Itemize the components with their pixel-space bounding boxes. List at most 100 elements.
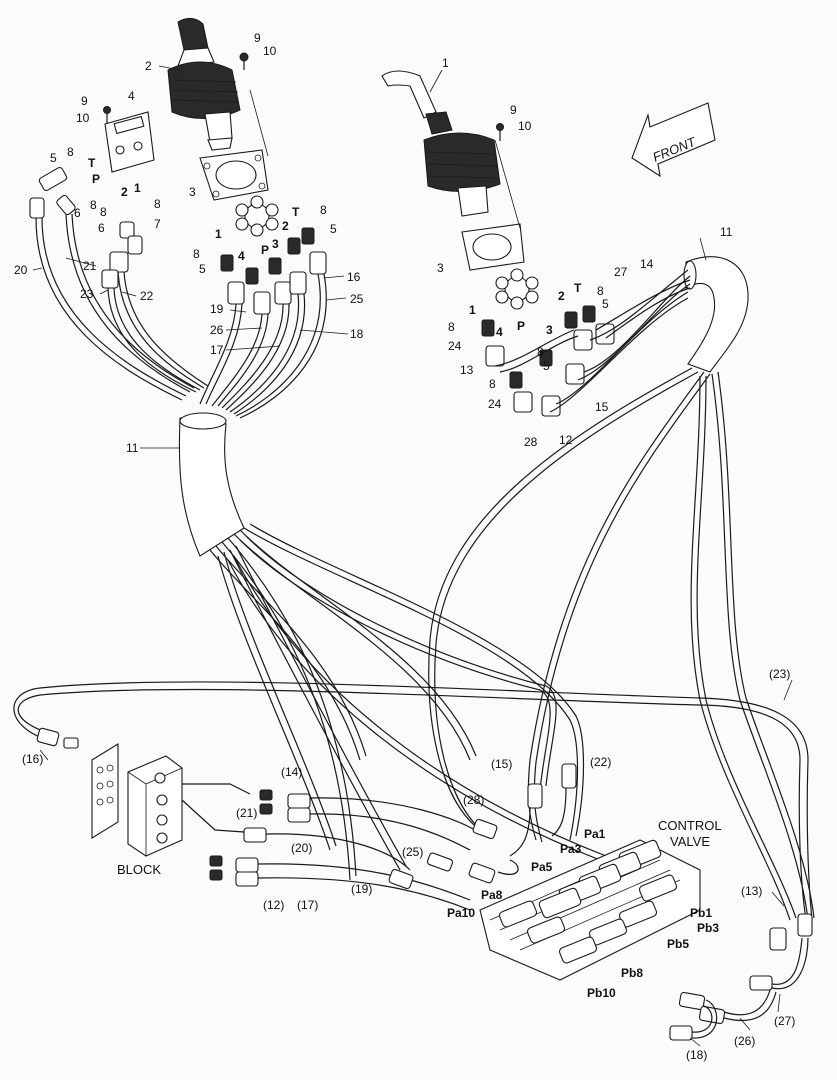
callout: 2: [282, 219, 289, 233]
callout: 5: [50, 151, 57, 165]
hose-ref: (16): [22, 752, 43, 766]
port-label: Pa8: [481, 888, 503, 902]
left-joystick: [167, 18, 241, 151]
callout: 8: [489, 377, 496, 391]
left-callout-labels: 2 9 10 9 10 4 5 8 T P 6 8 2 1 8 8 7 6 3 …: [14, 31, 364, 455]
callout: 3: [272, 237, 279, 251]
port-label: Pb1: [690, 906, 712, 920]
hose-ref: (13): [741, 884, 762, 898]
callout: 8: [597, 284, 604, 298]
left-bolts: [103, 52, 249, 124]
port-label: Pb8: [621, 966, 643, 980]
front-direction-arrow: FRONT: [631, 102, 716, 178]
hose-ref: (18): [686, 1048, 707, 1062]
callout: 2: [121, 185, 128, 199]
callout: 7: [154, 217, 161, 231]
callout: 1: [442, 56, 449, 70]
callout: 18: [350, 327, 364, 341]
callout: 5: [602, 297, 609, 311]
callout: P: [517, 319, 525, 333]
hose-ref: (20): [291, 841, 312, 855]
left-hose-sleeve: [178, 412, 245, 557]
port-label: Pb3: [697, 921, 719, 935]
callout: 17: [210, 343, 224, 357]
callout: 5: [330, 222, 337, 236]
hose-ref: (25): [402, 845, 423, 859]
callout: 8: [448, 320, 455, 334]
control-valve-label-line2: VALVE: [670, 834, 710, 849]
port-label: Pa10: [447, 906, 475, 920]
callout: 12: [559, 433, 573, 447]
left-fittings: [29, 166, 327, 315]
assembly-labels: CONTROL VALVE BLOCK: [117, 818, 722, 877]
leader-lines: [32, 65, 793, 1047]
callout: 8: [67, 145, 74, 159]
callout: 16: [347, 270, 361, 284]
callout: T: [292, 205, 300, 219]
callout: 6: [74, 206, 81, 220]
callout: 8: [154, 197, 161, 211]
right-bolts: [496, 123, 504, 141]
callout: P: [92, 172, 100, 186]
port-label: Pa3: [560, 842, 582, 856]
callout: 4: [128, 89, 135, 103]
block-label: BLOCK: [117, 862, 161, 877]
callout: 10: [518, 119, 532, 133]
callout: P: [261, 243, 269, 257]
callout: 14: [640, 257, 654, 271]
hose-ref: (17): [297, 898, 318, 912]
pilot-valve-block: [104, 111, 155, 173]
callout: 5: [199, 262, 206, 276]
right-joystick: [381, 70, 501, 217]
callout: 10: [76, 111, 90, 125]
callout: 24: [448, 339, 462, 353]
callout: 9: [254, 31, 261, 45]
callout: 8: [100, 205, 107, 219]
callout: 21: [83, 259, 97, 273]
valve-port-fittings: [388, 763, 813, 1041]
callout: 15: [595, 400, 609, 414]
hose-ref: (28): [463, 793, 484, 807]
port-label: Pb10: [587, 986, 616, 1000]
callout: 24: [488, 397, 502, 411]
callout: 2: [145, 59, 152, 73]
callout: T: [574, 281, 582, 295]
callout: 19: [210, 302, 224, 316]
left-hose-bundle: [35, 213, 327, 419]
port-label: Pa1: [584, 827, 606, 841]
callout: 27: [614, 265, 628, 279]
right-joystick-gasket: [461, 223, 525, 271]
block-assembly: [36, 727, 183, 857]
callout: 3: [189, 185, 196, 199]
hose-ref: (19): [351, 882, 372, 896]
callout: 20: [14, 263, 28, 277]
right-hose-sleeve: [683, 256, 749, 373]
callout: 1: [215, 227, 222, 241]
port-labels: Pa1 Pa3 Pa5 Pa8 Pa10 Pb1 Pb3 Pb5 Pb8 Pb1…: [447, 827, 719, 1000]
hose-ref: (14): [281, 765, 302, 779]
callout: 3: [546, 323, 553, 337]
callout: 23: [80, 287, 94, 301]
left-joystick-gasket: [199, 149, 269, 201]
callout: 3: [437, 261, 444, 275]
callout: 25: [350, 292, 364, 306]
port-label: Pb5: [667, 937, 689, 951]
callout: 28: [524, 435, 538, 449]
callout: 8: [193, 247, 200, 261]
callout: 5: [543, 359, 550, 373]
hose-ref: (26): [734, 1034, 755, 1048]
left-port-rosette: [235, 195, 279, 237]
hose-ref: (15): [491, 757, 512, 771]
callout: 4: [238, 249, 245, 263]
hose-ref: (21): [236, 806, 257, 820]
block-hoses: [181, 783, 479, 911]
callout: 26: [210, 323, 224, 337]
hose-ref: (23): [769, 667, 790, 681]
callout: 1: [469, 303, 476, 317]
callout: 10: [263, 44, 277, 58]
callout: 13: [460, 363, 474, 377]
port-label: Pa5: [531, 860, 553, 874]
callout: 11: [126, 441, 139, 455]
